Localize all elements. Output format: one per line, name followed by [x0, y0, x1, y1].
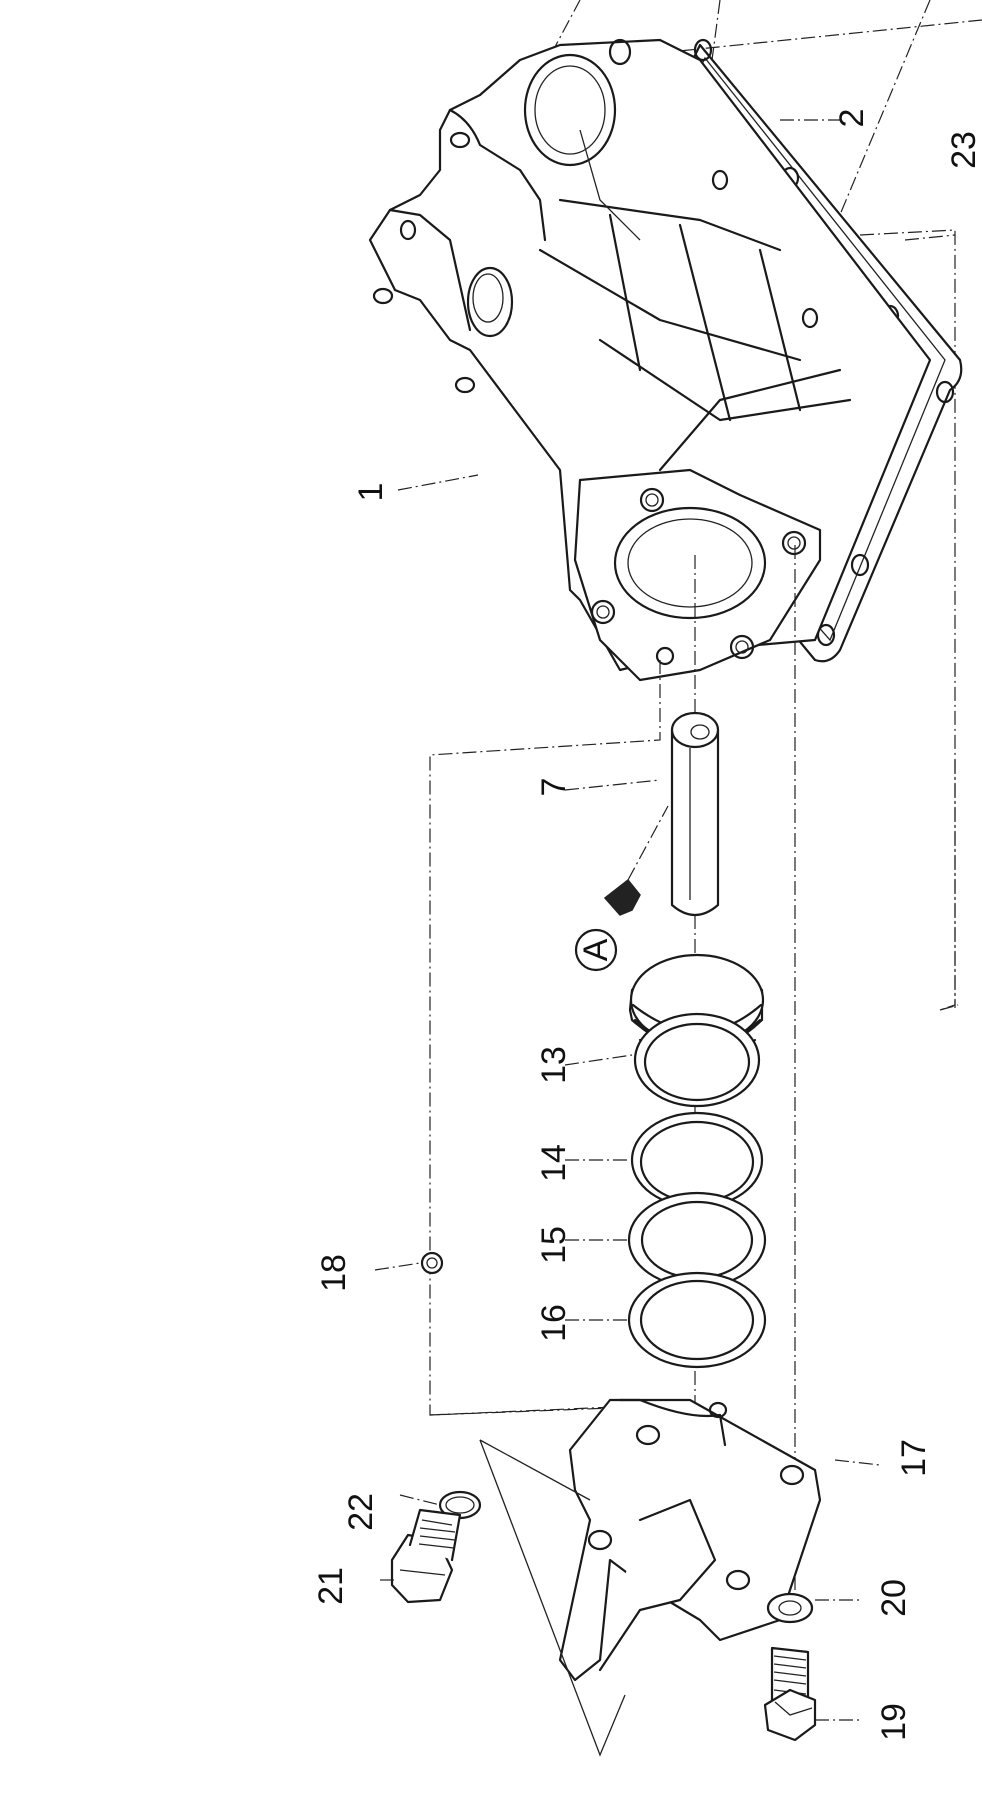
label-leaders — [374, 119, 881, 1721]
washer-part-20 — [766, 1592, 814, 1624]
housing-part-1 — [368, 38, 963, 682]
ring-part-16 — [627, 1271, 767, 1369]
plug-bolt-part-21 — [390, 1508, 462, 1604]
label-part-21: 21 — [312, 1567, 350, 1605]
ring-part-15 — [627, 1191, 767, 1289]
callout-a-letter: A — [577, 938, 615, 961]
label-part-20: 20 — [875, 1579, 913, 1617]
callout-a: A — [574, 805, 669, 972]
shaft-part-7 — [670, 711, 720, 917]
washer-part-18 — [420, 1251, 444, 1275]
label-part-23: 23 — [945, 131, 982, 169]
label-part-15: 15 — [535, 1226, 573, 1264]
label-part-14: 14 — [535, 1144, 573, 1182]
label-part-16: 16 — [535, 1304, 573, 1342]
label-part-1: 1 — [352, 483, 390, 502]
hex-bolt-part-19 — [763, 1646, 817, 1742]
label-part-19: 19 — [875, 1703, 913, 1741]
plug-leader-triangle — [479, 1439, 626, 1757]
part-number-labels: 1 2 23 7 13 14 15 16 17 18 19 20 21 22 — [312, 109, 982, 1741]
cover-part-17 — [558, 1398, 822, 1682]
label-part-18: 18 — [315, 1254, 353, 1292]
label-part-13: 13 — [535, 1046, 573, 1084]
bushing-part-13 — [628, 953, 765, 1108]
callout-arrow-icon — [603, 878, 641, 916]
label-part-17: 17 — [895, 1439, 933, 1477]
label-part-7: 7 — [535, 778, 573, 797]
label-part-22: 22 — [342, 1493, 380, 1531]
label-part-2: 2 — [833, 109, 871, 128]
